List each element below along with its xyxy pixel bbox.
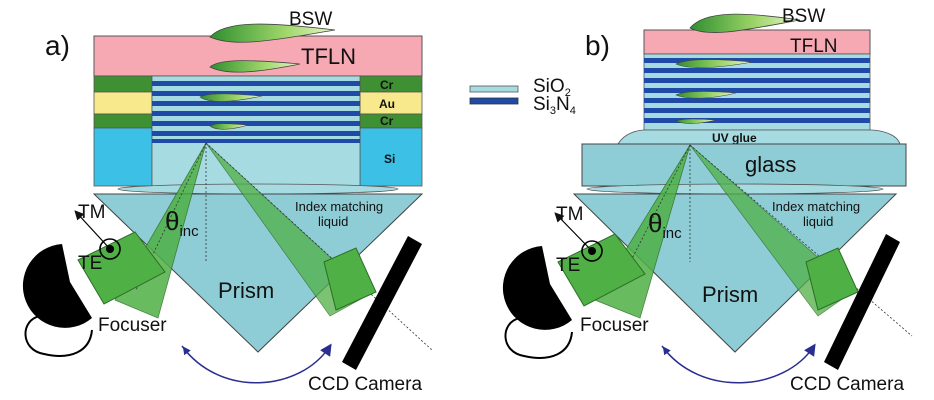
cr-layer-left-a-2: [93, 113, 153, 129]
bsw-mode-a-2: [209, 60, 301, 73]
theta-label-b: θinc: [648, 208, 682, 242]
focuser-label-a: Focuser: [98, 315, 167, 336]
panel-b-letter: b): [585, 30, 610, 61]
camera-tube-a: [323, 247, 377, 311]
theta-label-a: θinc: [165, 206, 199, 240]
liquid-label-a-1: Index matching: [295, 199, 383, 214]
cr-label-a: Cr: [380, 78, 394, 92]
liquid-label-b-1: Index matching: [772, 199, 860, 214]
glass-substrate-b: [581, 143, 907, 187]
camera-label-b: CCD Camera: [790, 374, 904, 395]
panel-a-letter: a): [45, 30, 70, 61]
bsw-mode-b: [689, 13, 801, 33]
bsw-mode-b-3: [675, 91, 737, 99]
legend-si3n4-label: Si3N4: [533, 94, 576, 117]
cr-label-a-2: Cr: [380, 114, 394, 128]
tm-label-b: TM: [556, 204, 583, 225]
liquid-label-a-2: liquid: [318, 214, 348, 229]
si-label-a: Si: [384, 152, 395, 166]
tm-arrow-b: [554, 212, 593, 252]
focuser-tube-b: [557, 233, 646, 307]
layer-legend: SiO2 Si3N4: [469, 76, 576, 117]
focuser-label-b: Focuser: [580, 315, 649, 336]
tm-label-a: TM: [78, 202, 105, 223]
te-label-b: TE: [556, 255, 580, 276]
si3n4-layers-b: [644, 58, 870, 123]
camera-label-a: CCD Camera: [308, 374, 422, 395]
legend-sio2-swatch: [469, 85, 519, 93]
incident-axis-a: [135, 142, 207, 291]
bsw-mode-a-4: [209, 123, 249, 130]
prism-label-b: Prism: [702, 282, 758, 307]
focuser-body-a: [22, 244, 93, 328]
ccd-camera-a: [342, 236, 422, 370]
focuser-cable-b: [504, 317, 573, 359]
bsw-mode-b-4: [675, 118, 717, 124]
glass-label-b: glass: [745, 152, 796, 177]
legend-sio2-label: SiO2: [533, 76, 571, 99]
si-substrate-right-a: [359, 127, 423, 187]
si-substrate-left-a: [93, 127, 153, 187]
au-label-a: Au: [379, 97, 395, 111]
tfln-label-a: TFLN: [301, 44, 356, 69]
bsw-mode-a-3: [199, 93, 263, 102]
cr-layer-left-a: [93, 75, 153, 93]
uv-glue-label-b: UV glue: [712, 131, 757, 145]
ccd-camera-b: [824, 234, 900, 370]
bsw-label-a: BSW: [289, 9, 332, 30]
bsw-label-b: BSW: [782, 6, 825, 27]
prism-label-a: Prism: [218, 278, 274, 303]
tm-arrow-a: [74, 210, 111, 250]
panel-a: a) TFLN BSW Cr Au Cr Si: [22, 9, 433, 395]
legend-si3n4-swatch: [469, 97, 519, 105]
bsw-mode-b-2: [675, 59, 753, 68]
rotation-arrow-a: [181, 343, 332, 384]
te-label-a: TE: [78, 253, 102, 274]
si3n4-layers-a: [152, 81, 360, 143]
te-polarization-icon-a: [99, 238, 121, 260]
tfln-film-b: [643, 29, 871, 55]
incident-axis-b: [615, 144, 691, 291]
panel-b: b) TFLN BSW UV glue glass: [502, 6, 913, 395]
rotation-arrow-b: [661, 343, 816, 384]
te-polarization-icon-b: [581, 240, 603, 262]
reflected-axis-a: [205, 142, 433, 351]
reflected-axis-b: [689, 144, 913, 337]
bsw-mode-a: [209, 23, 336, 43]
au-layer-left-a: [93, 91, 153, 115]
uv-glue-b: [617, 129, 901, 145]
focuser-cable-a: [24, 315, 93, 357]
tfln-label-b: TFLN: [790, 36, 838, 57]
liquid-label-b-2: liquid: [803, 214, 833, 229]
focuser-body-b: [502, 246, 572, 330]
